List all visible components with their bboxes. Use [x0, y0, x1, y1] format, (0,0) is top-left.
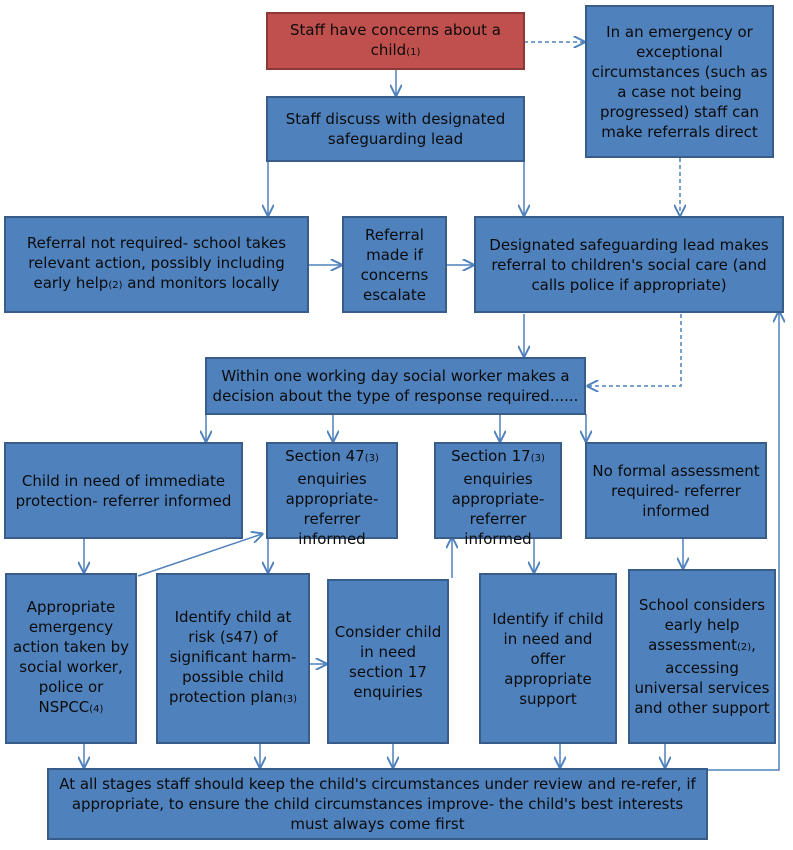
footnote-ref: (3): [282, 694, 297, 705]
node-text: Referral made if concerns escalate: [360, 225, 429, 304]
node-text: At all stages staff should keep the chil…: [59, 775, 696, 833]
node-text: In an emergency or exceptional circumsta…: [591, 22, 768, 141]
node-school-early-help: School considers early help assessment(2…: [628, 569, 776, 744]
dashed-arrow-dsl-to-decision: [588, 314, 682, 386]
node-referral-not-required: Referral not required- school takes rele…: [4, 216, 309, 313]
node-text-tail: and monitors locally: [122, 274, 280, 292]
footnote-ref: (1): [406, 46, 421, 58]
node-text: School considers early help assessment: [638, 596, 766, 654]
footnote-ref: (4): [89, 704, 104, 715]
footnote-ref: (2): [108, 280, 123, 291]
node-dsl-makes-referral: Designated safeguarding lead makes refer…: [474, 216, 784, 313]
node-text: Child in need of immediate protection- r…: [15, 471, 232, 510]
node-text: Identify child at risk (s47) of signific…: [169, 608, 297, 706]
node-text: Section 47: [285, 447, 365, 465]
node-text: Designated safeguarding lead makes refer…: [489, 235, 769, 294]
node-text: Staff have concerns about a child: [290, 20, 501, 59]
footnote-ref: (3): [364, 453, 379, 464]
node-immediate-protection: Child in need of immediate protection- r…: [4, 442, 243, 539]
node-text: Section 17: [451, 447, 531, 465]
node-text: Appropriate emergency action taken by so…: [12, 598, 130, 716]
node-text-tail: , accessing universal services and other…: [634, 636, 770, 717]
node-referral-if-escalate: Referral made if concerns escalate: [342, 216, 447, 313]
node-text: Staff discuss with designated safeguardi…: [285, 110, 506, 148]
node-text-tail: enquiries appropriate- referrer informed: [285, 470, 379, 548]
node-identify-child-at-risk: Identify child at risk (s47) of signific…: [156, 573, 310, 744]
node-text: Consider child in need section 17 enquir…: [334, 622, 442, 701]
node-text: Within one working day social worker mak…: [212, 367, 579, 405]
node-consider-child-in-need: Consider child in need section 17 enquir…: [327, 579, 449, 744]
node-staff-concerns: Staff have concerns about a child(1): [266, 12, 525, 70]
node-social-worker-decision: Within one working day social worker mak…: [205, 357, 586, 415]
node-text: No formal assessment required- referrer …: [592, 461, 760, 520]
arrow-review-loop-to-dsl: [707, 312, 779, 771]
node-emergency-direct-referral: In an emergency or exceptional circumsta…: [585, 5, 774, 158]
node-text-tail: enquiries appropriate- referrer informed: [451, 470, 545, 548]
node-identify-child-in-need: Identify if child in need and offer appr…: [479, 573, 617, 744]
node-discuss-with-dsl: Staff discuss with designated safeguardi…: [266, 96, 525, 162]
node-section-47: Section 47(3) enquiries appropriate- ref…: [266, 442, 398, 548]
node-text: Referral not required- school takes rele…: [26, 234, 287, 292]
node-no-formal-assessment: No formal assessment required- referrer …: [585, 442, 767, 539]
node-section-17: Section 17(3) enquiries appropriate- ref…: [434, 442, 562, 548]
footnote-ref: (2): [736, 642, 752, 653]
node-text: Identify if child in need and offer appr…: [492, 609, 604, 708]
node-keep-under-review: At all stages staff should keep the chil…: [47, 768, 708, 840]
arrow-emergency-to-s47: [137, 534, 262, 577]
footnote-ref: (3): [530, 453, 545, 464]
node-emergency-action: Appropriate emergency action taken by so…: [5, 573, 137, 744]
